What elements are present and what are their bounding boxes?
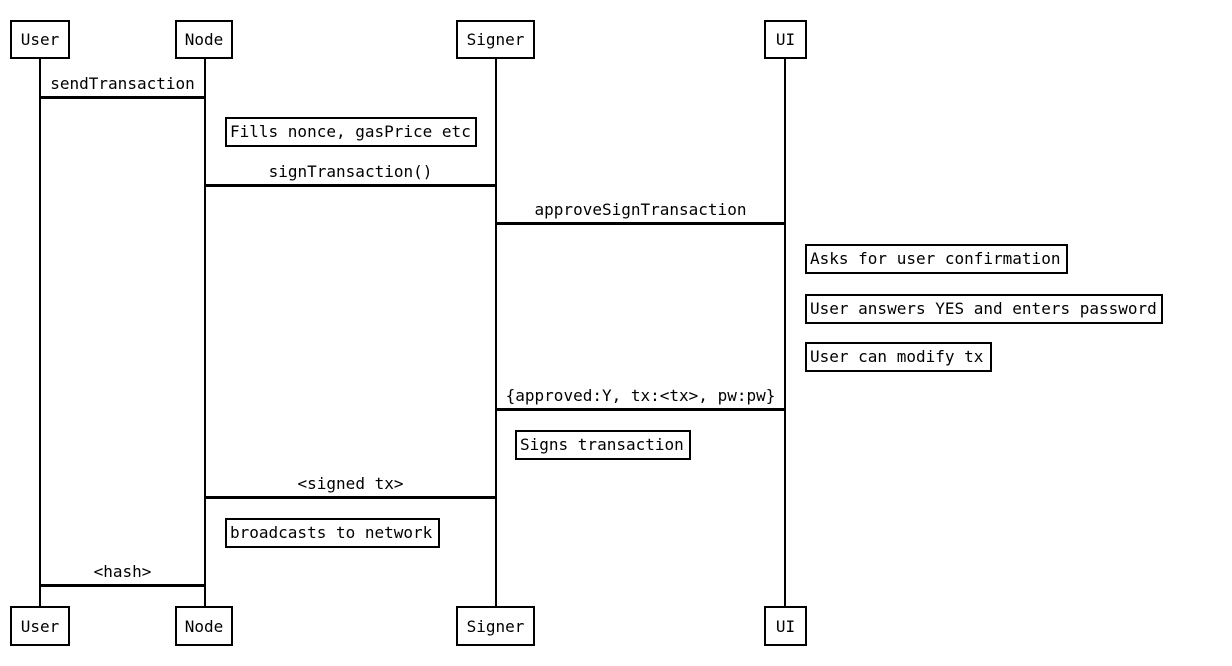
actor-top-user: User — [10, 20, 70, 59]
message-line-signed-tx — [205, 496, 496, 499]
message-label-sign-transaction: signTransaction() — [268, 162, 433, 181]
message-line-sign-transaction — [205, 184, 496, 187]
lifeline-user — [38, 57, 42, 606]
message-line-send-transaction — [40, 96, 205, 99]
note-user-answers-yes: User answers YES and enters password — [805, 294, 1163, 324]
lifeline-signer — [494, 57, 498, 606]
actor-bottom-ui: UI — [764, 606, 807, 646]
lifeline-ui — [783, 57, 787, 606]
message-line-approve-sign-transaction — [496, 222, 785, 225]
note-asks-user-confirmation: Asks for user confirmation — [805, 244, 1068, 274]
note-signs-transaction: Signs transaction — [515, 430, 691, 460]
message-line-hash — [40, 584, 205, 587]
message-line-approved-response — [496, 408, 785, 411]
note-broadcasts-to-network: broadcasts to network — [225, 518, 440, 548]
message-label-hash: <hash> — [93, 562, 152, 581]
message-label-send-transaction: sendTransaction — [50, 74, 195, 93]
actor-top-node: Node — [175, 20, 233, 59]
note-fills-nonce: Fills nonce, gasPrice etc — [225, 117, 477, 147]
message-label-approve-sign-transaction: approveSignTransaction — [534, 200, 747, 219]
actor-bottom-user: User — [10, 606, 70, 646]
message-label-signed-tx: <signed tx> — [297, 474, 404, 493]
lifeline-node — [203, 57, 207, 606]
actor-bottom-signer: Signer — [456, 606, 535, 646]
actor-top-ui: UI — [764, 20, 807, 59]
actor-bottom-node: Node — [175, 606, 233, 646]
actor-top-signer: Signer — [456, 20, 535, 59]
message-label-approved-response: {approved:Y, tx:<tx>, pw:pw} — [505, 386, 776, 405]
note-user-can-modify-tx: User can modify tx — [805, 342, 992, 372]
